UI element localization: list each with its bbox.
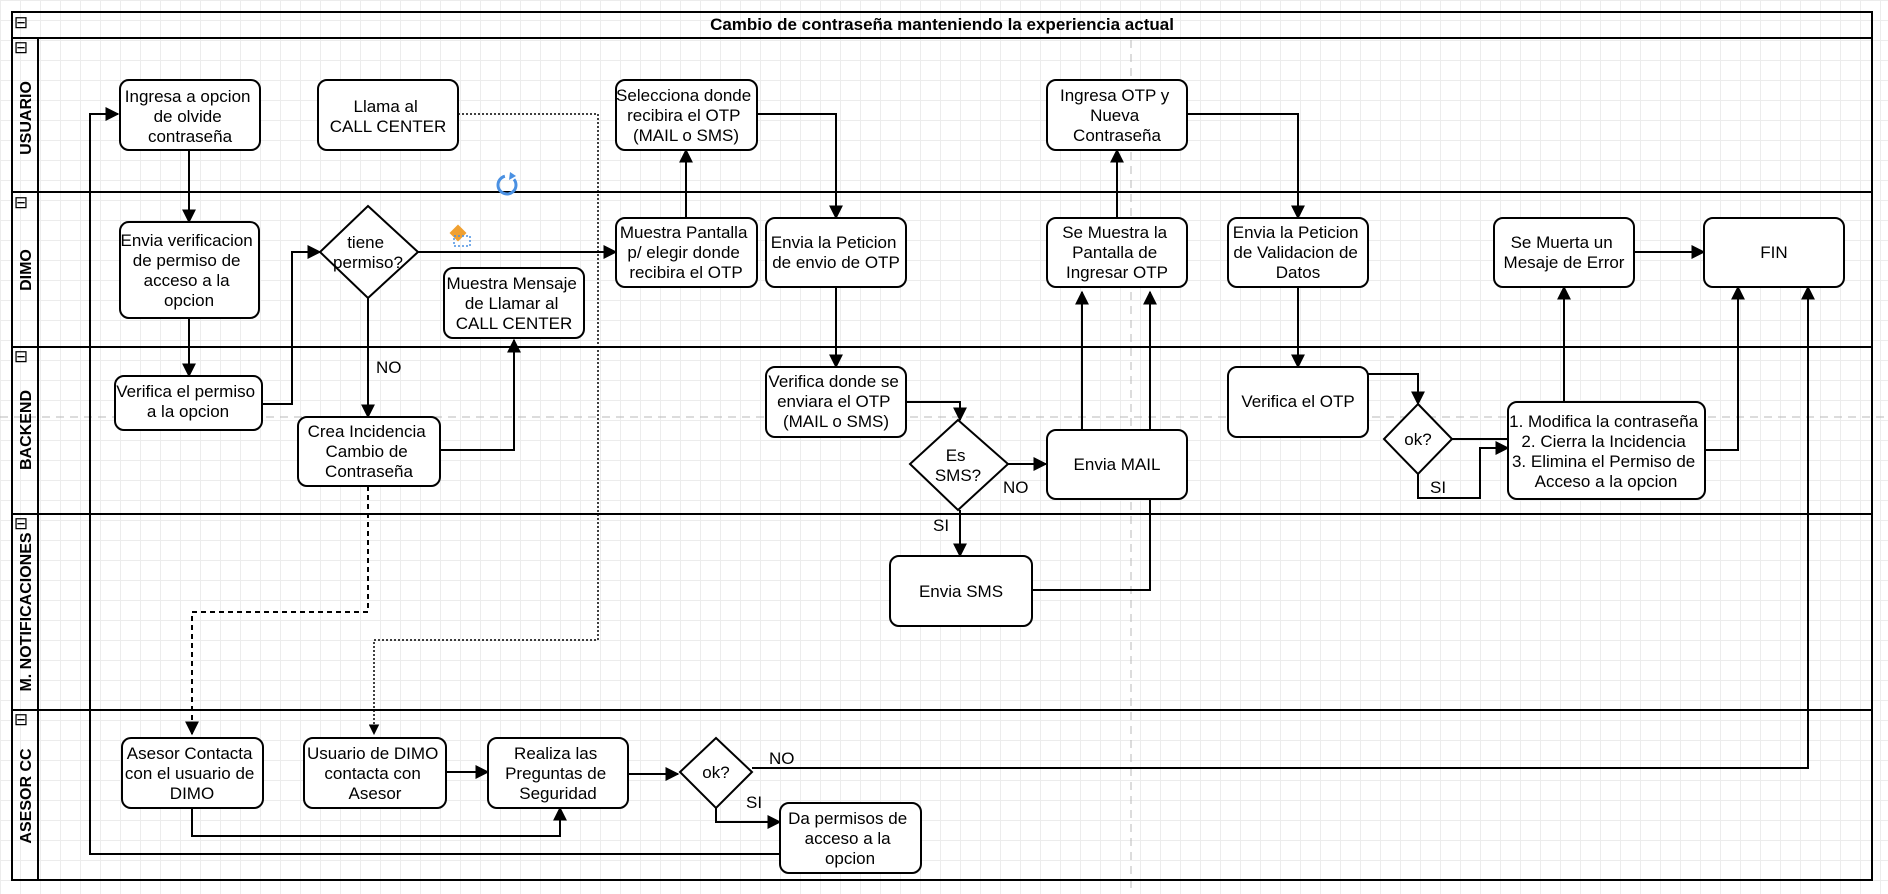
edge — [906, 401, 967, 422]
edge-label-si: SI — [746, 793, 762, 812]
lane-label: ASESOR CC — [18, 748, 35, 844]
node-label: Asesor Contacta con el usuario de DIMO — [125, 744, 259, 803]
edge — [715, 808, 782, 829]
node-label: Envia verificacion de permiso de acceso … — [120, 231, 257, 310]
node-label: Muestra Pantalla p/ elegir donde recibir… — [620, 223, 752, 282]
pool-title: Cambio de contraseña manteniendo la expe… — [710, 15, 1174, 34]
node-label: ok? — [702, 763, 729, 782]
node-envia-sms[interactable]: Envia SMS — [889, 555, 1033, 627]
node-label: Es SMS? — [935, 446, 981, 485]
edge-label-no: NO — [769, 749, 795, 768]
edge — [89, 107, 780, 855]
node-envia-peticion-otp[interactable]: Envia la Peticion de envio de OTP — [765, 217, 907, 288]
lane-label: DIMO — [18, 249, 35, 291]
edge — [757, 113, 843, 220]
lane-label: M. NOTIFICACIONES — [18, 532, 35, 691]
lane-label: BACKEND — [18, 390, 35, 470]
node-label: Verifica el permiso a la opcion — [116, 382, 260, 421]
lane-collapse-icon[interactable]: ⊟ — [14, 38, 28, 57]
pool[interactable]: Cambio de contraseña manteniendo la expe… — [11, 11, 1873, 881]
node-modifica[interactable]: 1. Modifica la contraseña 2. Cierra la I… — [1507, 401, 1706, 500]
pool-collapse-icon[interactable]: ⊟ — [14, 13, 28, 32]
node-envia-mail[interactable]: Envia MAIL — [1046, 429, 1188, 500]
node-label: Ingresa a opcion de olvide contraseña — [125, 87, 255, 146]
node-label: Verifica el OTP — [1241, 392, 1354, 411]
node-llama-call-center[interactable]: Llama al CALL CENTER — [317, 79, 459, 151]
node-ingresa-otp[interactable]: Ingresa OTP y Nueva Contraseña — [1046, 79, 1188, 151]
edge — [1705, 285, 1745, 451]
node-label: Se Muestra la Pantalla de Ingresar OTP — [1062, 223, 1172, 282]
decision-es-sms[interactable]: Es SMS? — [908, 418, 1010, 512]
node-label: Se Muerta un Mesaje de Error — [1504, 233, 1625, 272]
node-label: Llama al CALL CENTER — [330, 97, 447, 136]
lane-asesor[interactable]: ⊟ ASESOR CC — [14, 710, 35, 844]
node-asesor-contacta[interactable]: Asesor Contacta con el usuario de DIMO — [121, 737, 264, 809]
lane-backend[interactable]: ⊟ BACKEND — [14, 347, 35, 470]
edges — [89, 107, 1815, 855]
decision-ok-asesor[interactable]: ok? — [678, 736, 754, 810]
node-verifica-permiso[interactable]: Verifica el permiso a la opcion — [114, 375, 263, 431]
edge — [440, 338, 521, 451]
node-da-permisos[interactable]: Da permisos de acceso a la opcion — [779, 802, 922, 874]
node-crea-incidencia[interactable]: Crea Incidencia Cambio de Contraseña — [297, 416, 441, 487]
lane-label: USUARIO — [18, 81, 35, 155]
edge-dashed — [185, 486, 369, 736]
edge — [1368, 373, 1425, 406]
node-label: Envia MAIL — [1074, 455, 1161, 474]
node-label: Crea Incidencia Cambio de Contraseña — [308, 422, 431, 481]
edge-label-si: SI — [1430, 478, 1446, 497]
edge — [262, 245, 322, 405]
node-label: Usuario de DIMO contacta con Asesor — [307, 744, 443, 803]
node-muestra-pantalla[interactable]: Muestra Pantalla p/ elegir donde recibir… — [615, 217, 758, 288]
node-label: Envia la Peticion de Validacion de Datos — [1233, 223, 1363, 282]
pool-border — [11, 11, 1873, 881]
node-fin[interactable]: FIN — [1703, 217, 1845, 288]
lane-collapse-icon[interactable]: ⊟ — [14, 710, 28, 729]
node-usuario-contacta[interactable]: Usuario de DIMO contacta con Asesor — [303, 737, 447, 809]
node-label: Envia la Peticion de envio de OTP — [771, 233, 901, 272]
edge-label-no: NO — [376, 358, 402, 377]
edge-dotted — [368, 113, 599, 736]
rotate-handle-icon[interactable] — [496, 172, 518, 196]
node-label: Realiza las Preguntas de Seguridad — [505, 744, 611, 803]
node-label: Da permisos de acceso a la opcion — [788, 809, 912, 868]
edge — [1032, 290, 1157, 591]
node-label: FIN — [1760, 243, 1787, 262]
node-selecciona-otp[interactable]: Selecciona donde recibira el OTP (MAIL o… — [615, 79, 758, 151]
node-label: Verifica donde se enviara el OTP (MAIL o… — [768, 372, 903, 431]
node-envia-verificacion[interactable]: Envia verificacion de permiso de acceso … — [119, 221, 260, 319]
node-verifica-donde[interactable]: Verifica donde se enviara el OTP (MAIL o… — [765, 366, 907, 438]
node-ingresa-olvide[interactable]: Ingresa a opcion de olvide contraseña — [119, 79, 261, 151]
edge — [1187, 113, 1305, 220]
node-realiza-preguntas[interactable]: Realiza las Preguntas de Seguridad — [487, 737, 629, 809]
node-muestra-mensaje[interactable]: Muestra Mensaje de Llamar al CALL CENTER — [443, 267, 585, 339]
edge-label-no: NO — [1003, 478, 1029, 497]
node-label: Selecciona donde recibira el OTP (MAIL o… — [616, 86, 756, 145]
node-verifica-otp[interactable]: Verifica el OTP — [1227, 366, 1369, 438]
lane-usuario[interactable]: ⊟ USUARIO — [14, 38, 35, 155]
edge — [752, 285, 1815, 769]
decision-ok-backend[interactable]: ok? — [1382, 402, 1454, 476]
lane-collapse-icon[interactable]: ⊟ — [14, 514, 28, 533]
edge — [1417, 441, 1510, 499]
node-muestra-ingresar-otp[interactable]: Se Muestra la Pantalla de Ingresar OTP — [1046, 217, 1188, 288]
node-label: 1. Modifica la contraseña 2. Cierra la I… — [1509, 412, 1703, 491]
node-label: tiene permiso? — [333, 233, 403, 272]
edge-label-si: SI — [933, 516, 949, 535]
node-label: Muestra Mensaje de Llamar al CALL CENTER — [446, 274, 581, 333]
lane-collapse-icon[interactable]: ⊟ — [14, 347, 28, 366]
lane-notificaciones[interactable]: ⊟ M. NOTIFICACIONES — [14, 514, 35, 692]
lane-collapse-icon[interactable]: ⊟ — [14, 193, 28, 212]
edge — [191, 806, 567, 837]
node-label: Envia SMS — [919, 582, 1003, 601]
decision-tiene-permiso[interactable]: tiene permiso? — [318, 204, 420, 300]
node-envia-validacion[interactable]: Envia la Peticion de Validacion de Datos — [1227, 217, 1369, 288]
node-mensaje-error[interactable]: Se Muerta un Mesaje de Error — [1493, 217, 1635, 288]
connector-marker-icon[interactable] — [449, 224, 471, 247]
lane-dimo[interactable]: ⊟ DIMO — [14, 193, 35, 291]
node-label: ok? — [1404, 430, 1431, 449]
node-label: Ingresa OTP y Nueva Contraseña — [1060, 86, 1174, 145]
